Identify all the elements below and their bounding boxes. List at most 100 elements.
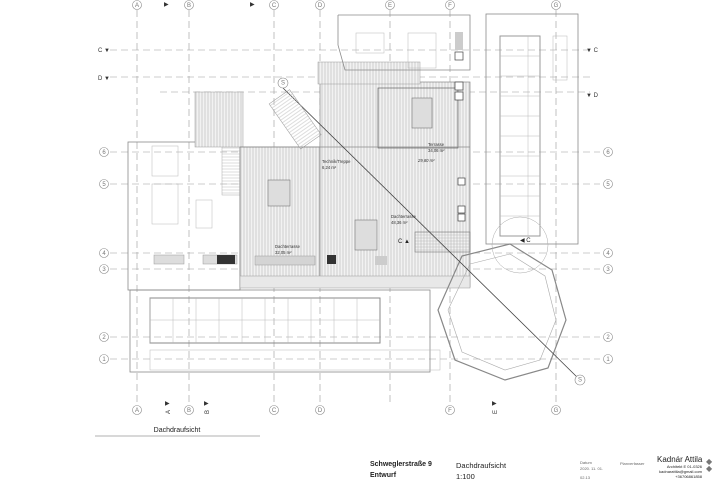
axis-bubble (99, 354, 109, 364)
drawing-scale: 1:100 (456, 472, 475, 481)
axis-bubble-top: G (554, 3, 559, 9)
axis-bubble-row: 2 (606, 335, 610, 341)
svg-text:A: A (166, 410, 172, 414)
axis-bubble-top: B (187, 3, 191, 9)
axis-bubble-row: 4 (606, 251, 610, 257)
svg-text:29,80 m²: 29,80 m² (417, 158, 435, 163)
svg-text:Terrasse: Terrasse (428, 142, 445, 147)
axis-bubble-row: 3 (102, 267, 106, 273)
sheet-number: 02.13 (580, 475, 591, 480)
project-phase: Entwurf (370, 472, 397, 479)
svg-text:48,36 m²: 48,36 m² (391, 220, 408, 225)
axis-bubble (603, 179, 613, 189)
svg-text:Dachterrasse: Dachterrasse (275, 244, 301, 249)
axis-bubble (99, 264, 109, 274)
axis-bubble (445, 405, 455, 415)
svg-text:Technik/Treppe: Technik/Treppe (322, 159, 351, 164)
axis-bubble (603, 248, 613, 258)
svg-text:B: B (205, 410, 211, 414)
project-name: Schweglerstraße 9 (370, 461, 432, 468)
axis-bubble-bottom: F (448, 408, 452, 414)
table-icon (267, 97, 433, 251)
axis-bubble-top: A (135, 3, 139, 9)
author-title: Architekt E 01-0326 (666, 464, 702, 469)
section-s-label: S (281, 81, 285, 87)
date-label: Datum (580, 460, 592, 465)
axis-bubble (99, 147, 109, 157)
axis-bubble-bottom: C (272, 408, 277, 414)
author-name: Kadnár Attila (657, 455, 703, 464)
logo-icon: ◆◆ (706, 457, 713, 473)
axis-bubble-row: 6 (102, 150, 106, 156)
axis-bubble-top: C (272, 3, 277, 9)
axis-bubble (603, 264, 613, 274)
axis-bubble (603, 332, 613, 342)
axis-bubble-row: 5 (102, 182, 106, 188)
section-marker-c: C ▲ (398, 239, 410, 245)
upper-building (337, 14, 471, 71)
axis-bubble (603, 147, 613, 157)
room-labels: Terrasse 34,06 m² Technik/Treppe 6,24 m²… (275, 142, 445, 255)
axis-bubble (385, 0, 395, 10)
view-title: Dachdraufsicht (154, 427, 201, 434)
author-label: Planverfasser (620, 461, 645, 466)
axis-bubble (132, 0, 142, 10)
axis-bubble (132, 405, 142, 415)
svg-text:Dachterrasse: Dachterrasse (391, 214, 417, 219)
axis-bubble-bottom: D (318, 408, 323, 414)
roof-terraces (194, 32, 471, 289)
axis-bubble-row: 6 (606, 150, 610, 156)
axis-bubble-bottom: G (554, 408, 559, 414)
svg-text:▶: ▶ (204, 401, 209, 407)
right-building (485, 13, 579, 245)
section-markers: C ▼D ▼ ▼ C▼ D ▶▶ ▶▶▶ A B E (98, 2, 599, 414)
axis-bubble-row: 1 (606, 357, 610, 363)
axis-bubble-top: D (318, 3, 323, 9)
grid-axes: A B C D E F G A B C D F G 6 6 5 5 4 4 3 3 2 2 1 1 (99, 0, 613, 415)
axis-bubble (551, 405, 561, 415)
axis-bubble-row: 4 (102, 251, 106, 257)
svg-text:▼ D: ▼ D (586, 93, 599, 99)
chimney-icons (454, 51, 466, 222)
axis-bubble-top: E (388, 3, 392, 9)
section-line-s (282, 87, 579, 379)
axis-bubble-row: 3 (606, 267, 610, 273)
axis-bubble-row: 1 (102, 357, 106, 363)
svg-text:32,05 m²: 32,05 m² (275, 250, 292, 255)
axis-bubble (315, 0, 325, 10)
axis-bubble-top: F (448, 3, 452, 9)
axis-bubble-bottom: B (187, 408, 191, 414)
axis-bubble (269, 405, 279, 415)
svg-text:▼ C: ▼ C (586, 48, 599, 54)
svg-text:▶: ▶ (250, 2, 255, 8)
axis-bubble (99, 179, 109, 189)
svg-text:34,06 m²: 34,06 m² (428, 148, 445, 153)
drawing-title: Dachdraufsicht (456, 461, 507, 470)
axis-bubble (551, 0, 561, 10)
axis-bubble-row: 5 (606, 182, 610, 188)
axis-bubble (445, 0, 455, 10)
svg-text:C ▼: C ▼ (98, 48, 110, 54)
svg-text:▶: ▶ (165, 401, 170, 407)
axis-bubble (315, 405, 325, 415)
svg-text:D ▼: D ▼ (98, 76, 110, 82)
svg-text:▶: ▶ (164, 2, 169, 8)
axis-bubble (184, 0, 194, 10)
lower-building (129, 289, 441, 373)
axis-bubble-bottom: A (135, 408, 139, 414)
axis-bubble (269, 0, 279, 10)
author-email: kadnarattila@gmail.com (659, 469, 702, 474)
svg-text:6,24 m²: 6,24 m² (322, 165, 337, 170)
axis-bubble (99, 248, 109, 258)
axis-bubble (603, 354, 613, 364)
date: 2020. 11. 01. (580, 466, 604, 471)
author-phone: +36706861858 (675, 474, 702, 479)
axis-bubble (99, 332, 109, 342)
axis-bubble-row: 2 (102, 335, 106, 341)
section-s-label: S (578, 378, 582, 384)
svg-text:E: E (493, 410, 499, 414)
section-marker-c: ◀ C (520, 238, 531, 244)
